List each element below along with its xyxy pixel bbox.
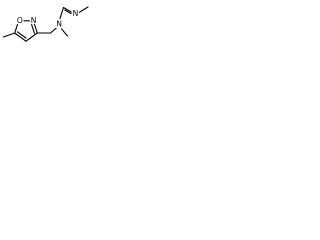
atom-o-ring: O: [16, 15, 24, 25]
bond-n-c3: [33, 22, 38, 34]
bond-ch-n-imine-double: [64, 9, 72, 15]
bond-c4-c5: [14, 32, 27, 42]
atom-label-n-ring: N: [31, 16, 37, 25]
bond-n-c3-double: [31, 24, 35, 34]
atom-n-ring: N: [29, 15, 38, 25]
bond-c5-o: [14, 22, 19, 34]
atom-label-n-imine: N: [73, 9, 79, 18]
bond-n-methyl: [60, 28, 69, 37]
bond-c5-methyl: [2, 32, 16, 38]
bond-c4-c5-double: [16, 31, 27, 39]
atom-n-amine: N: [55, 19, 63, 29]
bond-ch-n-imine: [62, 6, 73, 14]
isoxazole-ring: [14, 20, 38, 42]
molecule-structure: O N N N: [2, 6, 89, 42]
atom-label-o: O: [17, 16, 23, 25]
bond-n-ch: [59, 6, 65, 20]
bond-imine-methyl: [78, 6, 89, 14]
bond-ch2-n: [49, 27, 58, 34]
atom-n-imine: N: [71, 8, 80, 18]
bond-c3-c4: [25, 32, 38, 42]
atom-label-n-amine: N: [56, 20, 62, 29]
